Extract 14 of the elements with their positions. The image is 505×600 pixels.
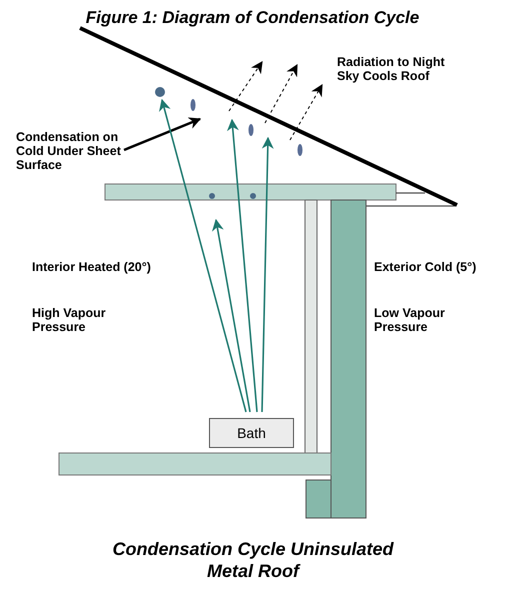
annotation-label: Radiation to Night Sky Cools Roof — [337, 55, 446, 83]
figure-title: Figure 1: Diagram of Condensation Cycle — [84, 8, 420, 28]
leader-arrow — [124, 118, 202, 152]
vapour-arrow — [212, 218, 251, 412]
caption: Condensation Cycle Uninsulated Metal Roof — [111, 538, 395, 582]
annotation-label: High Vapour Pressure — [32, 306, 107, 334]
bath-box: Bath — [209, 418, 294, 448]
annotation-label: Low Vapour Pressure — [374, 306, 446, 334]
vapour-arrow — [261, 136, 274, 412]
callout-text: Condensation on Cold Under Sheet Surface — [16, 130, 138, 174]
vapour-arrow — [159, 98, 247, 412]
vapour-arrow — [226, 118, 258, 412]
annotation-label: Interior Heated (20°) — [32, 260, 152, 274]
annotation-label: Exterior Cold (5°) — [374, 260, 478, 274]
